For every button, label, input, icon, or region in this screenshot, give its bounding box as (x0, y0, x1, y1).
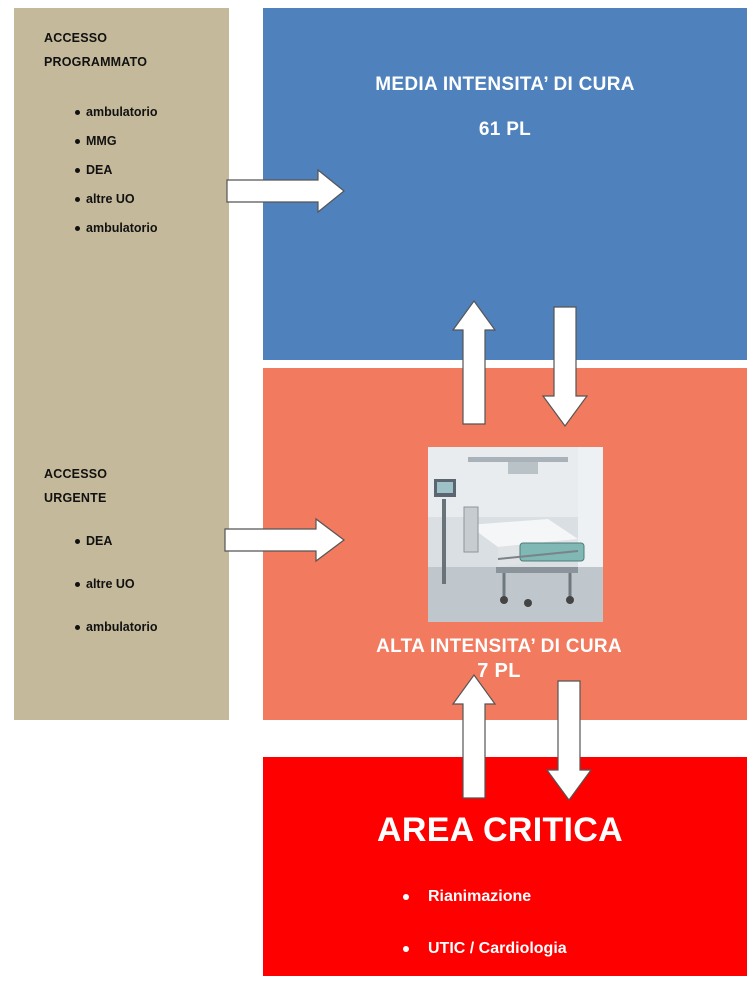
media-intensita-title: MEDIA INTENSITA’ DI CURA (375, 74, 635, 95)
list-item: Rianimazione (400, 881, 567, 933)
arrow-down-to-alta (541, 306, 589, 428)
list-item: altre UO (44, 185, 158, 214)
accesso-programmato-title: ACCESSO PROGRAMMATO (44, 31, 148, 69)
arrow-right-programmato (226, 168, 345, 214)
list-item: MMG (44, 127, 158, 156)
arrow-right-urgente (224, 517, 345, 563)
list-item: ambulatorio (44, 606, 158, 649)
area-critica-title: AREA CRITICA (377, 811, 623, 849)
arrow-up-to-alta (451, 673, 497, 799)
alta-intensita-title: ALTA INTENSITA’ DI CURA (376, 636, 622, 657)
accesso-urgente-list: DEA altre UO ambulatorio (44, 520, 158, 649)
arrow-down-to-critica (545, 680, 593, 802)
media-intensita-box: MEDIA INTENSITA’ DI CURA 61 PL (263, 8, 747, 360)
accesso-programmato-list: ambulatorio MMG DEA altre UO ambulatorio (44, 98, 158, 243)
list-item: altre UO (44, 563, 158, 606)
list-item: DEA (44, 520, 158, 563)
hospital-bed-image (428, 447, 603, 622)
media-intensita-beds: 61 PL (478, 119, 532, 140)
list-item: DEA (44, 156, 158, 185)
list-item: UTIC / Cardiologia (400, 933, 567, 985)
list-item: ambulatorio (44, 214, 158, 243)
alta-intensita-beds: 7 PL (477, 660, 521, 682)
access-panel: ACCESSO PROGRAMMATO ambulatorio MMG DEA … (14, 8, 229, 720)
list-item: ambulatorio (44, 98, 158, 127)
area-critica-box: AREA CRITICA (263, 757, 747, 976)
area-critica-list: Rianimazione UTIC / Cardiologia (400, 881, 567, 985)
arrow-up-to-media (451, 299, 497, 425)
accesso-urgente-title: ACCESSO URGENTE (44, 467, 108, 505)
